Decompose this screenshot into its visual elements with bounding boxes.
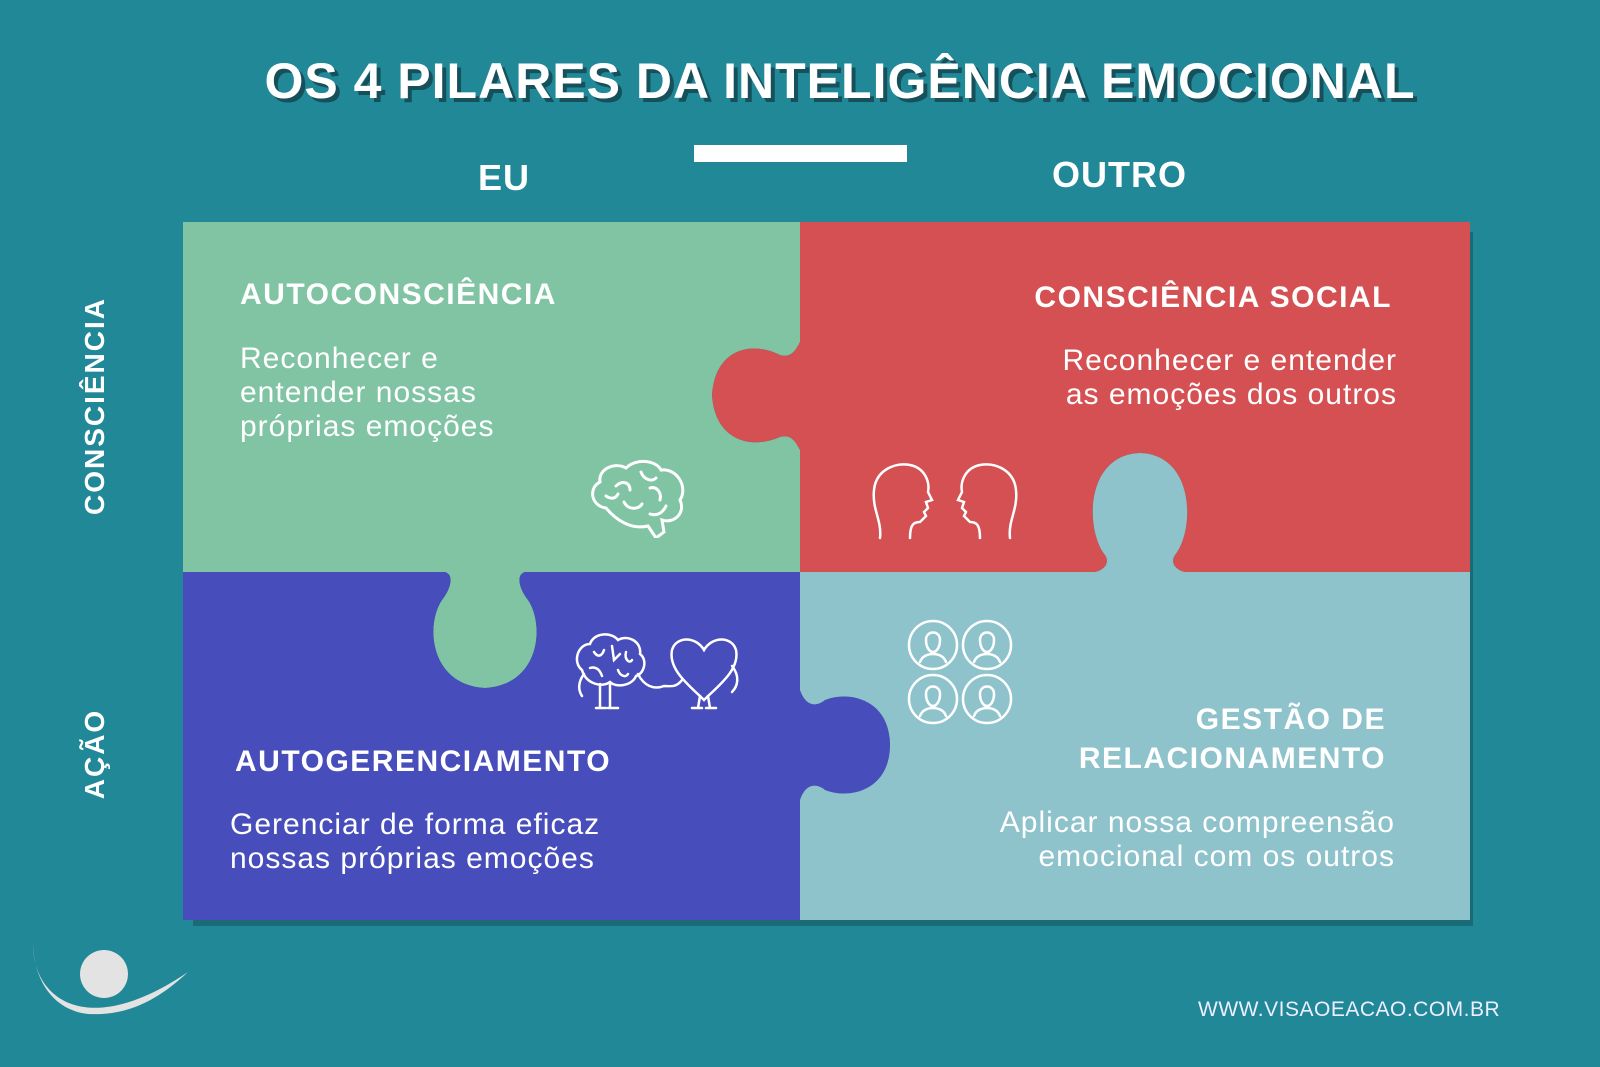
pillar-title-gestao-line1: GESTÃO DE (1195, 703, 1386, 736)
puzzle-piece-blue (183, 572, 890, 920)
brain-icon (591, 460, 685, 538)
pillar-title-autoconsciencia: AUTOCONSCIÊNCIA (240, 278, 557, 311)
pillar-desc-gestao-relacionamento: Aplicar nossa compreensão emocional com … (999, 806, 1395, 873)
puzzle-piece-red (712, 222, 1470, 572)
column-label-outro: OUTRO (1052, 154, 1187, 195)
column-label-eu: EU (478, 157, 531, 198)
puzzle-piece-green (183, 222, 800, 688)
pillar-title-consciencia-social: CONSCIÊNCIA SOCIAL (1034, 281, 1392, 314)
pillar-desc-autoconsciencia: Reconhecer e entender nossas próprias em… (240, 342, 495, 443)
pillar-title-autogerenciamento: AUTOGERENCIAMENTO (235, 745, 612, 778)
pillar-title-gestao-line2: RELACIONAMENTO (1078, 742, 1386, 775)
brain-heart-handshake-icon (575, 633, 739, 710)
pillar-desc-consciencia-social: Reconhecer e entender as emoções dos out… (1062, 344, 1397, 411)
people-network-icon (907, 619, 1013, 725)
website-url[interactable]: WWW.VISAOEACAO.COM.BR (1198, 998, 1501, 1021)
visao-e-acao-logo (33, 944, 188, 1015)
two-heads-icon (872, 463, 1018, 540)
title-divider (694, 145, 907, 162)
pillar-desc-autogerenciamento: Gerenciar de forma eficaz nossas própria… (230, 808, 601, 875)
puzzle-piece-lightblue (800, 453, 1470, 920)
logo-smile-icon (33, 944, 188, 1015)
page-title: OS 4 PILARES DA INTELIGÊNCIA EMOCIONAL (264, 53, 1416, 109)
logo-head-icon (80, 950, 128, 998)
